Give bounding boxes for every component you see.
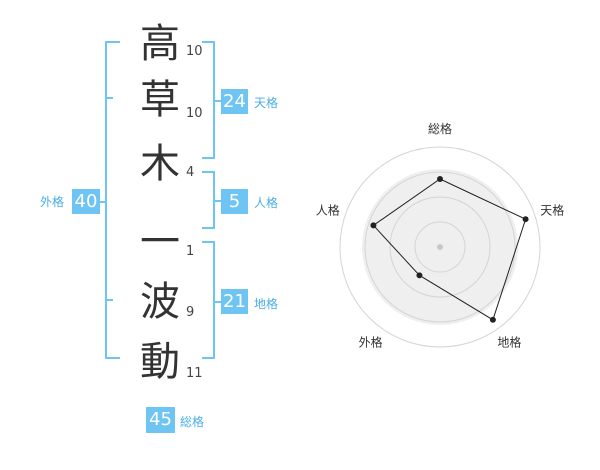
- name-char-4: 一: [140, 219, 180, 265]
- stroke-count-3: 4: [186, 165, 195, 180]
- chikaku-label: 地格: [254, 297, 279, 311]
- radar-data-polygon: [372, 178, 527, 321]
- radar-axis-label-2: 天格: [540, 203, 564, 218]
- radar-point-3: [489, 316, 496, 323]
- radar-point-2: [522, 216, 529, 223]
- stroke-count-5: 9: [186, 305, 195, 320]
- stroke-count-2: 10: [186, 106, 203, 121]
- chikaku-bracket-top: [202, 241, 215, 243]
- jinkaku-bracket-top: [202, 171, 215, 173]
- gaikaku-label: 外格: [40, 195, 65, 209]
- tenkaku-label: 天格: [254, 96, 279, 110]
- name-char-3: 木: [140, 141, 180, 187]
- chikaku-bracket-vertical: [213, 241, 215, 359]
- stroke-count-1: 10: [186, 44, 203, 59]
- radar-axis-label-1: 総格: [428, 121, 452, 136]
- jinkaku-label: 人格: [254, 196, 279, 210]
- name-char-1: 高: [140, 21, 180, 67]
- tenkaku-bracket-top: [202, 41, 215, 43]
- radar-ring-1: [414, 221, 466, 273]
- name-char-5: 波: [140, 279, 180, 325]
- jinkaku-bracket-connector: [213, 200, 221, 202]
- gaikaku-bracket-vertical: [105, 41, 107, 359]
- jinkaku-badge: 5: [221, 189, 248, 214]
- radar-axis-label-5: 人格: [316, 203, 340, 218]
- radar-ring-2: [389, 196, 491, 298]
- soukaku-label: 総格: [180, 415, 205, 429]
- name-char-2: 草: [140, 77, 180, 123]
- jinkaku-bracket-bottom: [202, 227, 215, 229]
- tenkaku-bracket-bottom: [202, 157, 215, 159]
- soukaku-badge: 45: [146, 407, 175, 433]
- radar-point-4: [416, 272, 423, 279]
- tenkaku-badge: 24: [221, 89, 248, 114]
- gaikaku-bracket-bottom: [105, 357, 120, 359]
- chikaku-badge: 21: [221, 289, 248, 314]
- tenkaku-bracket-connector: [213, 100, 221, 102]
- gaikaku-bracket-top: [105, 41, 120, 43]
- chikaku-bracket-bottom: [202, 357, 215, 359]
- chikaku-bracket-connector: [213, 301, 221, 303]
- gaikaku-badge: 40: [72, 189, 100, 214]
- radar-ring-3: [364, 171, 516, 323]
- name-char-6: 動: [140, 339, 180, 385]
- radar-point-5: [370, 222, 377, 229]
- radar-center: [437, 244, 443, 250]
- gaikaku-bracket-mid1: [105, 97, 113, 99]
- stroke-count-4: 1: [186, 244, 195, 259]
- radar-axis-label-4: 外格: [359, 334, 383, 349]
- gaikaku-bracket-connector: [98, 201, 107, 203]
- radar-point-1: [437, 176, 443, 182]
- gaikaku-bracket-mid2: [105, 299, 113, 301]
- radar-axis-label-3: 地格: [497, 334, 521, 349]
- radar-ring-4: [339, 146, 541, 348]
- stroke-count-6: 11: [186, 366, 203, 381]
